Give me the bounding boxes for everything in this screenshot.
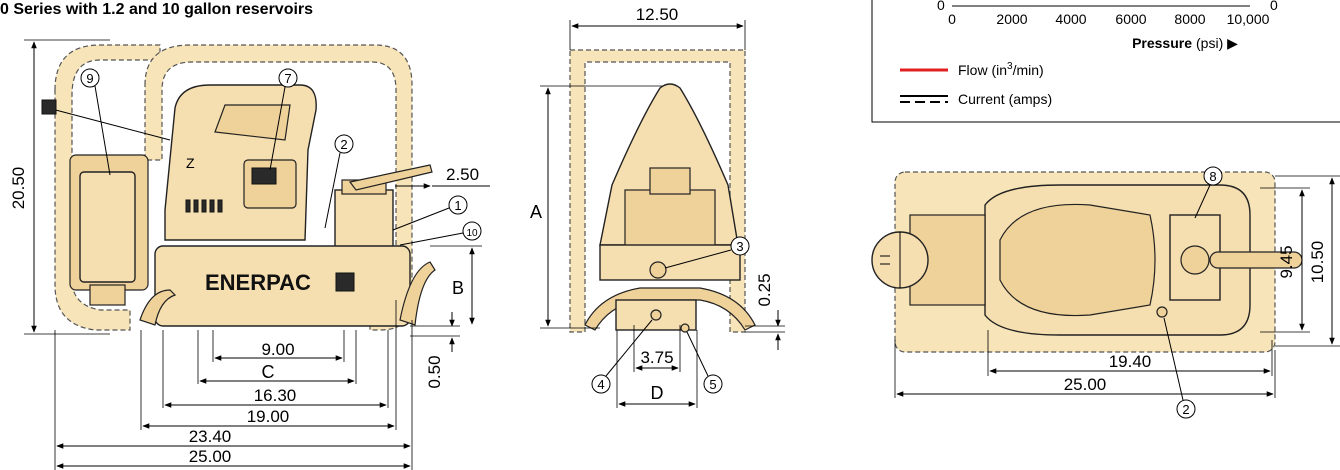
dim-0-25: 0.25: [755, 273, 774, 306]
dim-width: 12.50: [636, 5, 679, 24]
leader-4: [605, 319, 653, 377]
valve-lever: [348, 164, 433, 191]
front-valve-top: [649, 167, 691, 195]
callout-8: [1203, 166, 1223, 186]
left-skid-rail: [139, 289, 177, 326]
x-tick-2000: 2000: [996, 11, 1027, 27]
front-view-frame-outline: [569, 49, 746, 333]
dim-height: 20.50: [9, 167, 28, 210]
dim-25-00-top: 25.00: [1064, 375, 1107, 394]
side-view: Z ENERPAC 9 7 2 1 10: [9, 39, 490, 470]
callout-9: [80, 68, 100, 88]
y-zero-left: 0: [937, 0, 945, 13]
svg-text:10: 10: [466, 228, 478, 239]
x-tick-8000: 8000: [1174, 11, 1205, 27]
x-tick-10000: 10,000: [1227, 11, 1270, 27]
dim-a: A: [530, 202, 542, 222]
leader-1: [392, 207, 450, 231]
leader-3: [664, 249, 732, 269]
svg-text:9: 9: [86, 71, 93, 86]
brand-logo: ENERPAC: [205, 270, 311, 295]
svg-text:4: 4: [597, 377, 604, 392]
x-tick-0: 0: [948, 11, 956, 27]
right-skid-rail: [399, 261, 436, 326]
svg-text:7: 7: [284, 71, 291, 86]
dim-9-45: 9.45: [1277, 245, 1296, 278]
dim-23-40: 23.40: [189, 427, 232, 446]
power-plug: [41, 99, 57, 115]
leader-2-top: [1163, 317, 1184, 401]
rear-frame-outline: [54, 44, 161, 331]
leader-8: [1194, 184, 1211, 219]
svg-text:5: 5: [709, 377, 716, 392]
y-zero-right: 0: [1270, 0, 1278, 13]
top-valve-port: [1180, 245, 1210, 275]
flow-legend-label: Flow (in3/min): [958, 61, 1044, 78]
dim-10-50: 10.50: [1308, 241, 1327, 284]
callout-5: [703, 374, 723, 394]
callout-3: [730, 236, 750, 256]
top-drain-port: [1156, 306, 1168, 318]
svg-text:2: 2: [1182, 402, 1189, 417]
vent-slots: [185, 199, 223, 213]
callout-2-top: [1176, 399, 1196, 419]
dim-25-00: 25.00: [189, 447, 232, 466]
x-axis-label: Pressure(psi) ▶: [1132, 35, 1238, 51]
motor-fan-cover: [79, 171, 136, 283]
callout-10: [462, 221, 482, 241]
front-reservoir: [599, 244, 741, 281]
motor-base: [89, 284, 126, 306]
dim-3-75: 3.75: [640, 348, 673, 367]
leader-10: [399, 232, 464, 246]
current-legend-label: Current (amps): [958, 91, 1052, 107]
top-view: 8 2 9.45 10.50 19.40 25.00: [871, 166, 1340, 419]
dim-d: D: [651, 383, 664, 403]
leader-9: [94, 85, 111, 176]
leader-7: [269, 86, 286, 171]
front-drain-plug: [649, 261, 667, 279]
front-view: 12.50 A 0.25 3.75 D 3 4 5: [530, 5, 785, 408]
front-mount-hole: [680, 323, 690, 333]
top-pump-cover: [999, 203, 1156, 317]
legend-border: [871, 0, 1340, 123]
dim-16-30: 16.30: [254, 386, 297, 405]
dim-0-50: 0.50: [425, 355, 444, 388]
valve-block: [334, 189, 394, 249]
front-fill-port: [650, 309, 662, 321]
leader-2: [324, 152, 341, 229]
svg-text:3: 3: [736, 239, 743, 254]
callout-2: [334, 134, 354, 154]
dim-c: C: [262, 362, 275, 382]
x-tick-4000: 4000: [1055, 11, 1086, 27]
svg-text:1: 1: [454, 198, 461, 213]
display-screen: [251, 167, 277, 185]
dim-2-50: 2.50: [446, 165, 479, 184]
z-logo: Z: [186, 155, 195, 171]
carry-handle-opening: [214, 104, 291, 141]
leader-5: [686, 331, 709, 377]
performance-legend-box: 0 0 0 2000 4000 6000 8000 10,000 Pressur…: [871, 0, 1340, 123]
brand-mark-icon: [335, 272, 355, 292]
dim-19-00: 19.00: [247, 407, 290, 426]
callout-4: [591, 374, 611, 394]
x-tick-6000: 6000: [1115, 11, 1146, 27]
callout-7: [278, 68, 298, 88]
front-valve-panel: [624, 189, 716, 251]
callout-1: [448, 195, 468, 215]
svg-text:8: 8: [1209, 169, 1216, 184]
dim-b: B: [452, 278, 464, 298]
dim-9-00: 9.00: [261, 340, 294, 359]
dim-19-40: 19.40: [1109, 352, 1152, 371]
svg-text:2: 2: [340, 137, 347, 152]
page-title: 0 Series with 1.2 and 10 gallon reservoi…: [0, 1, 313, 18]
power-cord: [47, 107, 171, 141]
